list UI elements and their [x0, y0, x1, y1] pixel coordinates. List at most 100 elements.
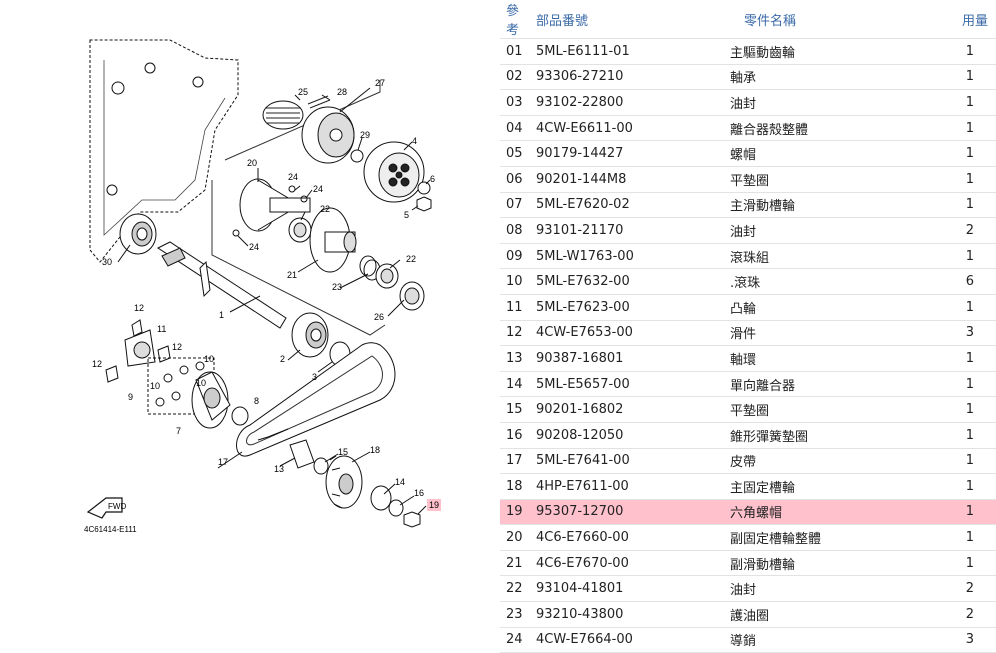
- header-qty: 用量: [920, 0, 996, 39]
- callout-24[interactable]: 24: [288, 172, 298, 182]
- row-part-number: 90201-16802: [530, 396, 700, 423]
- callout-14[interactable]: 14: [395, 477, 405, 487]
- row-name: 錐形彈簧墊圈: [700, 422, 920, 449]
- callout-24[interactable]: 24: [313, 184, 323, 194]
- callout-5[interactable]: 5: [404, 210, 409, 220]
- callout-30[interactable]: 30: [102, 257, 112, 267]
- crankcase-outline: [89, 39, 239, 263]
- callout-3[interactable]: 3: [312, 372, 317, 382]
- callout-1[interactable]: 1: [219, 310, 224, 320]
- callout-28[interactable]: 28: [337, 87, 347, 97]
- callout-11[interactable]: 11: [157, 324, 166, 334]
- callout-10[interactable]: 10: [196, 378, 206, 388]
- small-spring: [307, 95, 331, 109]
- row-qty: 1: [920, 448, 996, 475]
- callout-15[interactable]: 15: [338, 447, 348, 457]
- row-ref: 12: [500, 320, 530, 347]
- parts-table-header: 參考 部品番號 零件名稱 用量: [500, 0, 996, 39]
- callout-9[interactable]: 9: [128, 392, 133, 402]
- callout-2[interactable]: 2: [280, 354, 285, 364]
- spring: [262, 100, 304, 130]
- row-part-number: 93210-43800: [530, 601, 700, 628]
- nut-29: [350, 149, 364, 163]
- one-way-clutch: [370, 485, 392, 511]
- callout-25[interactable]: 25: [298, 87, 308, 97]
- row-name: 六角螺帽: [700, 499, 920, 526]
- hex-nut-19: [403, 511, 421, 528]
- callout-12[interactable]: 12: [172, 342, 182, 352]
- row-name: .滾珠: [700, 268, 920, 295]
- callout-10[interactable]: 10: [150, 381, 160, 391]
- row-ref: 23: [500, 601, 530, 628]
- callout-29[interactable]: 29: [360, 130, 370, 140]
- callout-21[interactable]: 21: [287, 270, 297, 280]
- row-name: 凸輪: [700, 294, 920, 321]
- callout-22[interactable]: 22: [406, 254, 416, 264]
- callout-12[interactable]: 12: [134, 303, 144, 313]
- row-part-number: 4CW-E7664-00: [530, 627, 700, 653]
- callout-27[interactable]: 27: [375, 78, 385, 88]
- cam-plate: [124, 329, 156, 367]
- callout-24[interactable]: 24: [249, 242, 259, 252]
- row-name: 平墊圈: [700, 396, 920, 423]
- row-qty: 1: [920, 294, 996, 321]
- oil-seal-8: [231, 406, 249, 426]
- callout-26[interactable]: 26: [374, 312, 384, 322]
- callout-20[interactable]: 20: [247, 158, 257, 168]
- row-qty: 1: [920, 499, 996, 526]
- row-ref: 01: [500, 38, 530, 65]
- callout-8[interactable]: 8: [254, 396, 259, 406]
- row-name: 主驅動齒輪: [700, 38, 920, 65]
- row-qty: 1: [920, 524, 996, 551]
- row-part-number: 5ML-E6111-01: [530, 38, 700, 65]
- callout-12[interactable]: 12: [92, 359, 102, 369]
- row-qty: 1: [920, 550, 996, 577]
- callout-18[interactable]: 18: [370, 445, 380, 455]
- callout-23[interactable]: 23: [332, 282, 342, 292]
- row-qty: 3: [920, 320, 996, 347]
- callout-22[interactable]: 22: [320, 204, 330, 214]
- callout-13[interactable]: 13: [274, 464, 284, 474]
- row-ref: 15: [500, 396, 530, 423]
- row-name: 螺帽: [700, 140, 920, 167]
- primary-fixed-sheave: [325, 455, 363, 509]
- callout-6[interactable]: 6: [430, 174, 435, 184]
- row-part-number: 5ML-E7632-00: [530, 268, 700, 295]
- callout-7[interactable]: 7: [176, 426, 181, 436]
- callout-19[interactable]: 19: [429, 500, 439, 510]
- row-part-number: 93306-27210: [530, 64, 700, 91]
- row-ref: 13: [500, 345, 530, 372]
- header-part-number: 部品番號: [530, 0, 700, 39]
- callout-16[interactable]: 16: [414, 488, 424, 498]
- row-qty: 6: [920, 268, 996, 295]
- callout-10[interactable]: 10: [204, 354, 214, 364]
- callout-4[interactable]: 4: [412, 136, 417, 146]
- callout-17[interactable]: 17: [218, 457, 228, 467]
